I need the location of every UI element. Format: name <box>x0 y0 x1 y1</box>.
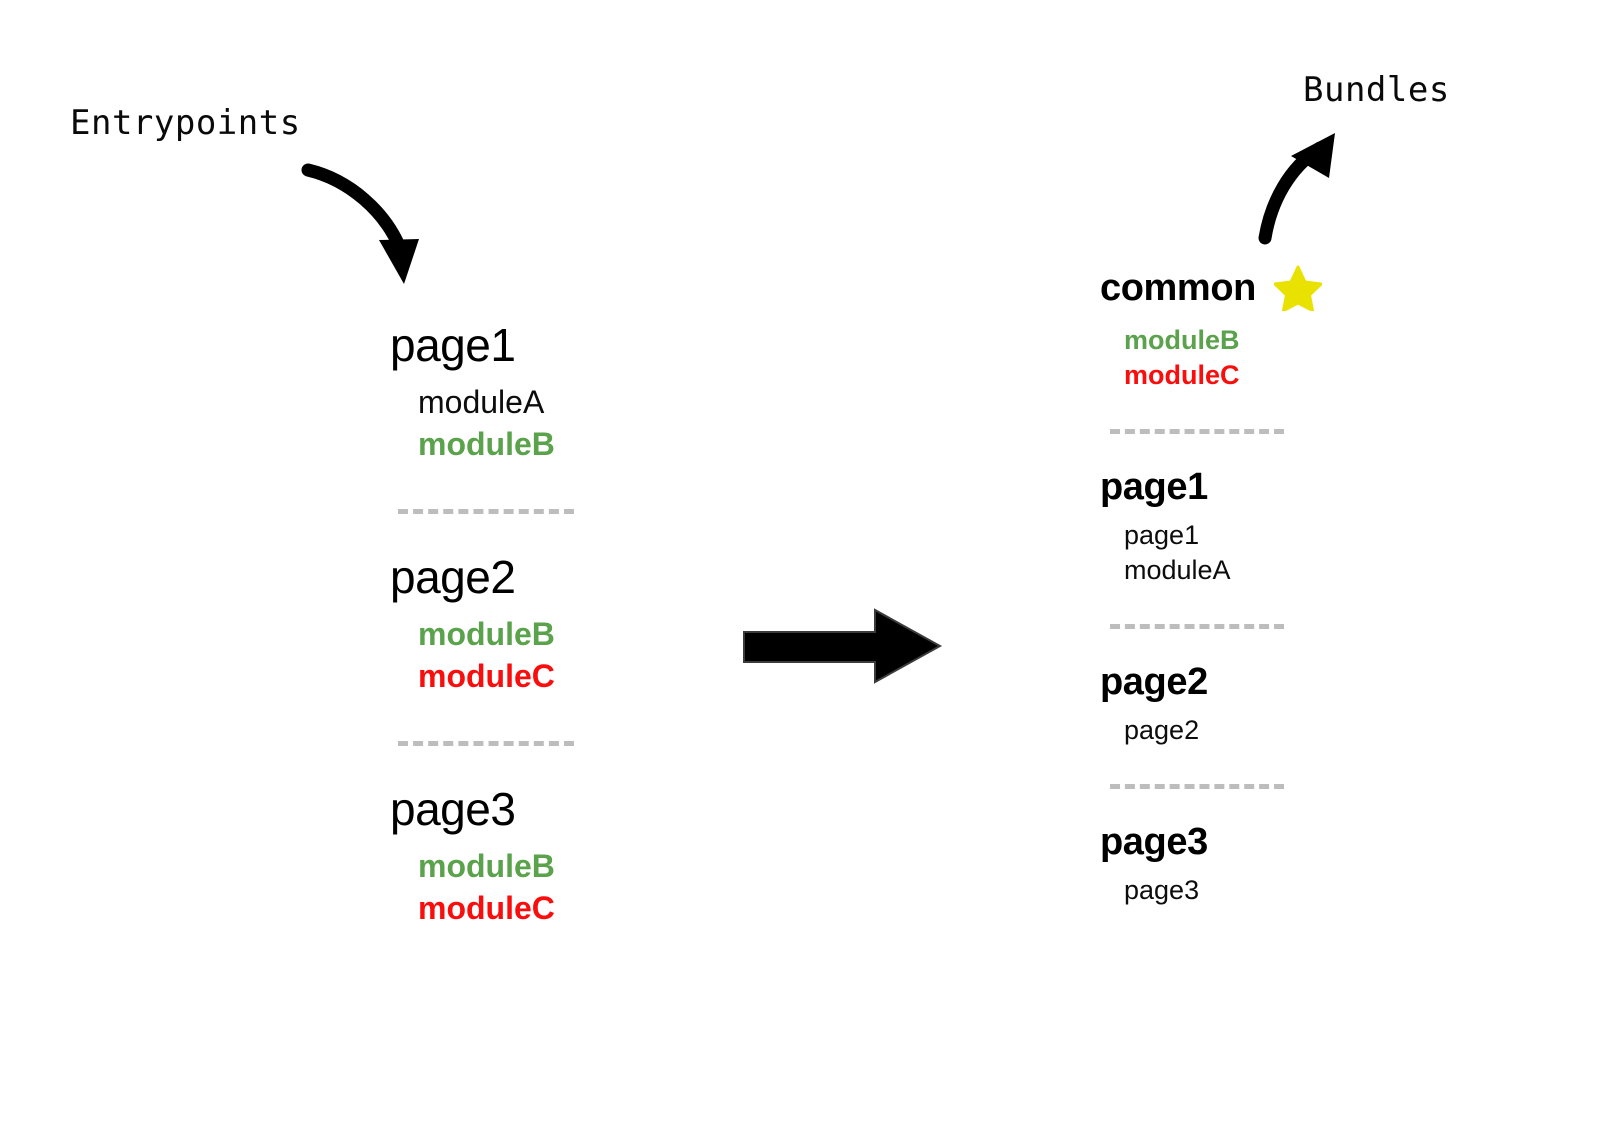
entrypoint-group-title: page3 <box>390 783 516 836</box>
module-item: page1 <box>1124 520 1200 551</box>
group-divider <box>398 509 574 515</box>
module-item: page3 <box>1124 875 1200 906</box>
star-icon <box>1273 265 1323 312</box>
entrypoint-group-title: page1 <box>390 319 516 371</box>
bundle-title-row: common <box>1100 265 1430 312</box>
curved-arrow-up-right-icon <box>1258 133 1335 245</box>
module-item: moduleA <box>418 384 545 420</box>
entrypoint-title-row: page3 <box>390 786 680 832</box>
bundle-group-title: page1 <box>1100 466 1208 509</box>
group-divider <box>398 741 574 747</box>
bundle-group-page2: page2 page2 <box>1100 663 1430 748</box>
module-item: moduleB <box>418 425 555 462</box>
entrypoints-column: page1 moduleA moduleB page2 moduleB modu… <box>390 322 680 930</box>
bundle-group-common: common moduleB moduleC <box>1100 265 1430 393</box>
curved-arrow-down-right-icon <box>301 163 419 284</box>
spacer <box>390 465 680 509</box>
bundle-module-list: moduleB moduleC <box>1100 323 1430 393</box>
module-item: moduleC <box>1124 360 1240 391</box>
entrypoint-title-row: page1 <box>390 322 680 368</box>
entrypoints-label: Entrypoints <box>70 103 301 143</box>
spacer <box>390 514 680 554</box>
spacer <box>1100 748 1430 784</box>
entrypoint-module-list: moduleA moduleB <box>390 382 680 465</box>
group-divider <box>1110 429 1284 435</box>
entrypoint-group-page1: page1 moduleA moduleB <box>390 322 680 465</box>
bundle-group-page1: page1 page1 moduleA <box>1100 468 1430 588</box>
bundle-title-row: page2 <box>1100 663 1430 701</box>
bundle-title-row: page3 <box>1100 823 1430 861</box>
module-item: moduleA <box>1124 555 1231 586</box>
spacer <box>1100 789 1430 823</box>
bundle-title-row: page1 <box>1100 468 1430 506</box>
module-item: moduleC <box>418 889 555 926</box>
bundle-module-list: page3 <box>1100 873 1430 908</box>
module-item: moduleB <box>418 848 555 885</box>
bundle-module-list: page2 <box>1100 713 1430 748</box>
bundles-column: common moduleB moduleC page1 page1 <box>1100 265 1430 909</box>
bundle-module-list: page1 moduleA <box>1100 518 1430 588</box>
group-divider <box>1110 624 1284 630</box>
spacer <box>1100 629 1430 663</box>
spacer <box>390 697 680 741</box>
module-item: page2 <box>1124 715 1200 746</box>
bundles-label: Bundles <box>1303 70 1450 110</box>
spacer <box>390 746 680 786</box>
entrypoint-title-row: page2 <box>390 554 680 600</box>
bundle-group-title: page2 <box>1100 661 1208 704</box>
bundle-group-title: common <box>1100 267 1256 309</box>
spacer <box>1100 393 1430 429</box>
group-divider <box>1110 784 1284 790</box>
module-item: moduleB <box>1124 325 1240 355</box>
entrypoint-group-page2: page2 moduleB moduleC <box>390 554 680 697</box>
bundle-group-title: page3 <box>1100 821 1208 864</box>
entrypoint-module-list: moduleB moduleC <box>390 614 680 697</box>
spacer <box>1100 434 1430 468</box>
block-arrow-right-icon <box>743 608 943 684</box>
entrypoint-group-page3: page3 moduleB moduleC <box>390 786 680 929</box>
module-item: moduleB <box>418 616 555 653</box>
entrypoint-module-list: moduleB moduleC <box>390 846 680 929</box>
module-item: moduleC <box>418 657 555 694</box>
spacer <box>1100 588 1430 624</box>
entrypoint-group-title: page2 <box>390 551 516 604</box>
bundle-group-page3: page3 page3 <box>1100 823 1430 908</box>
